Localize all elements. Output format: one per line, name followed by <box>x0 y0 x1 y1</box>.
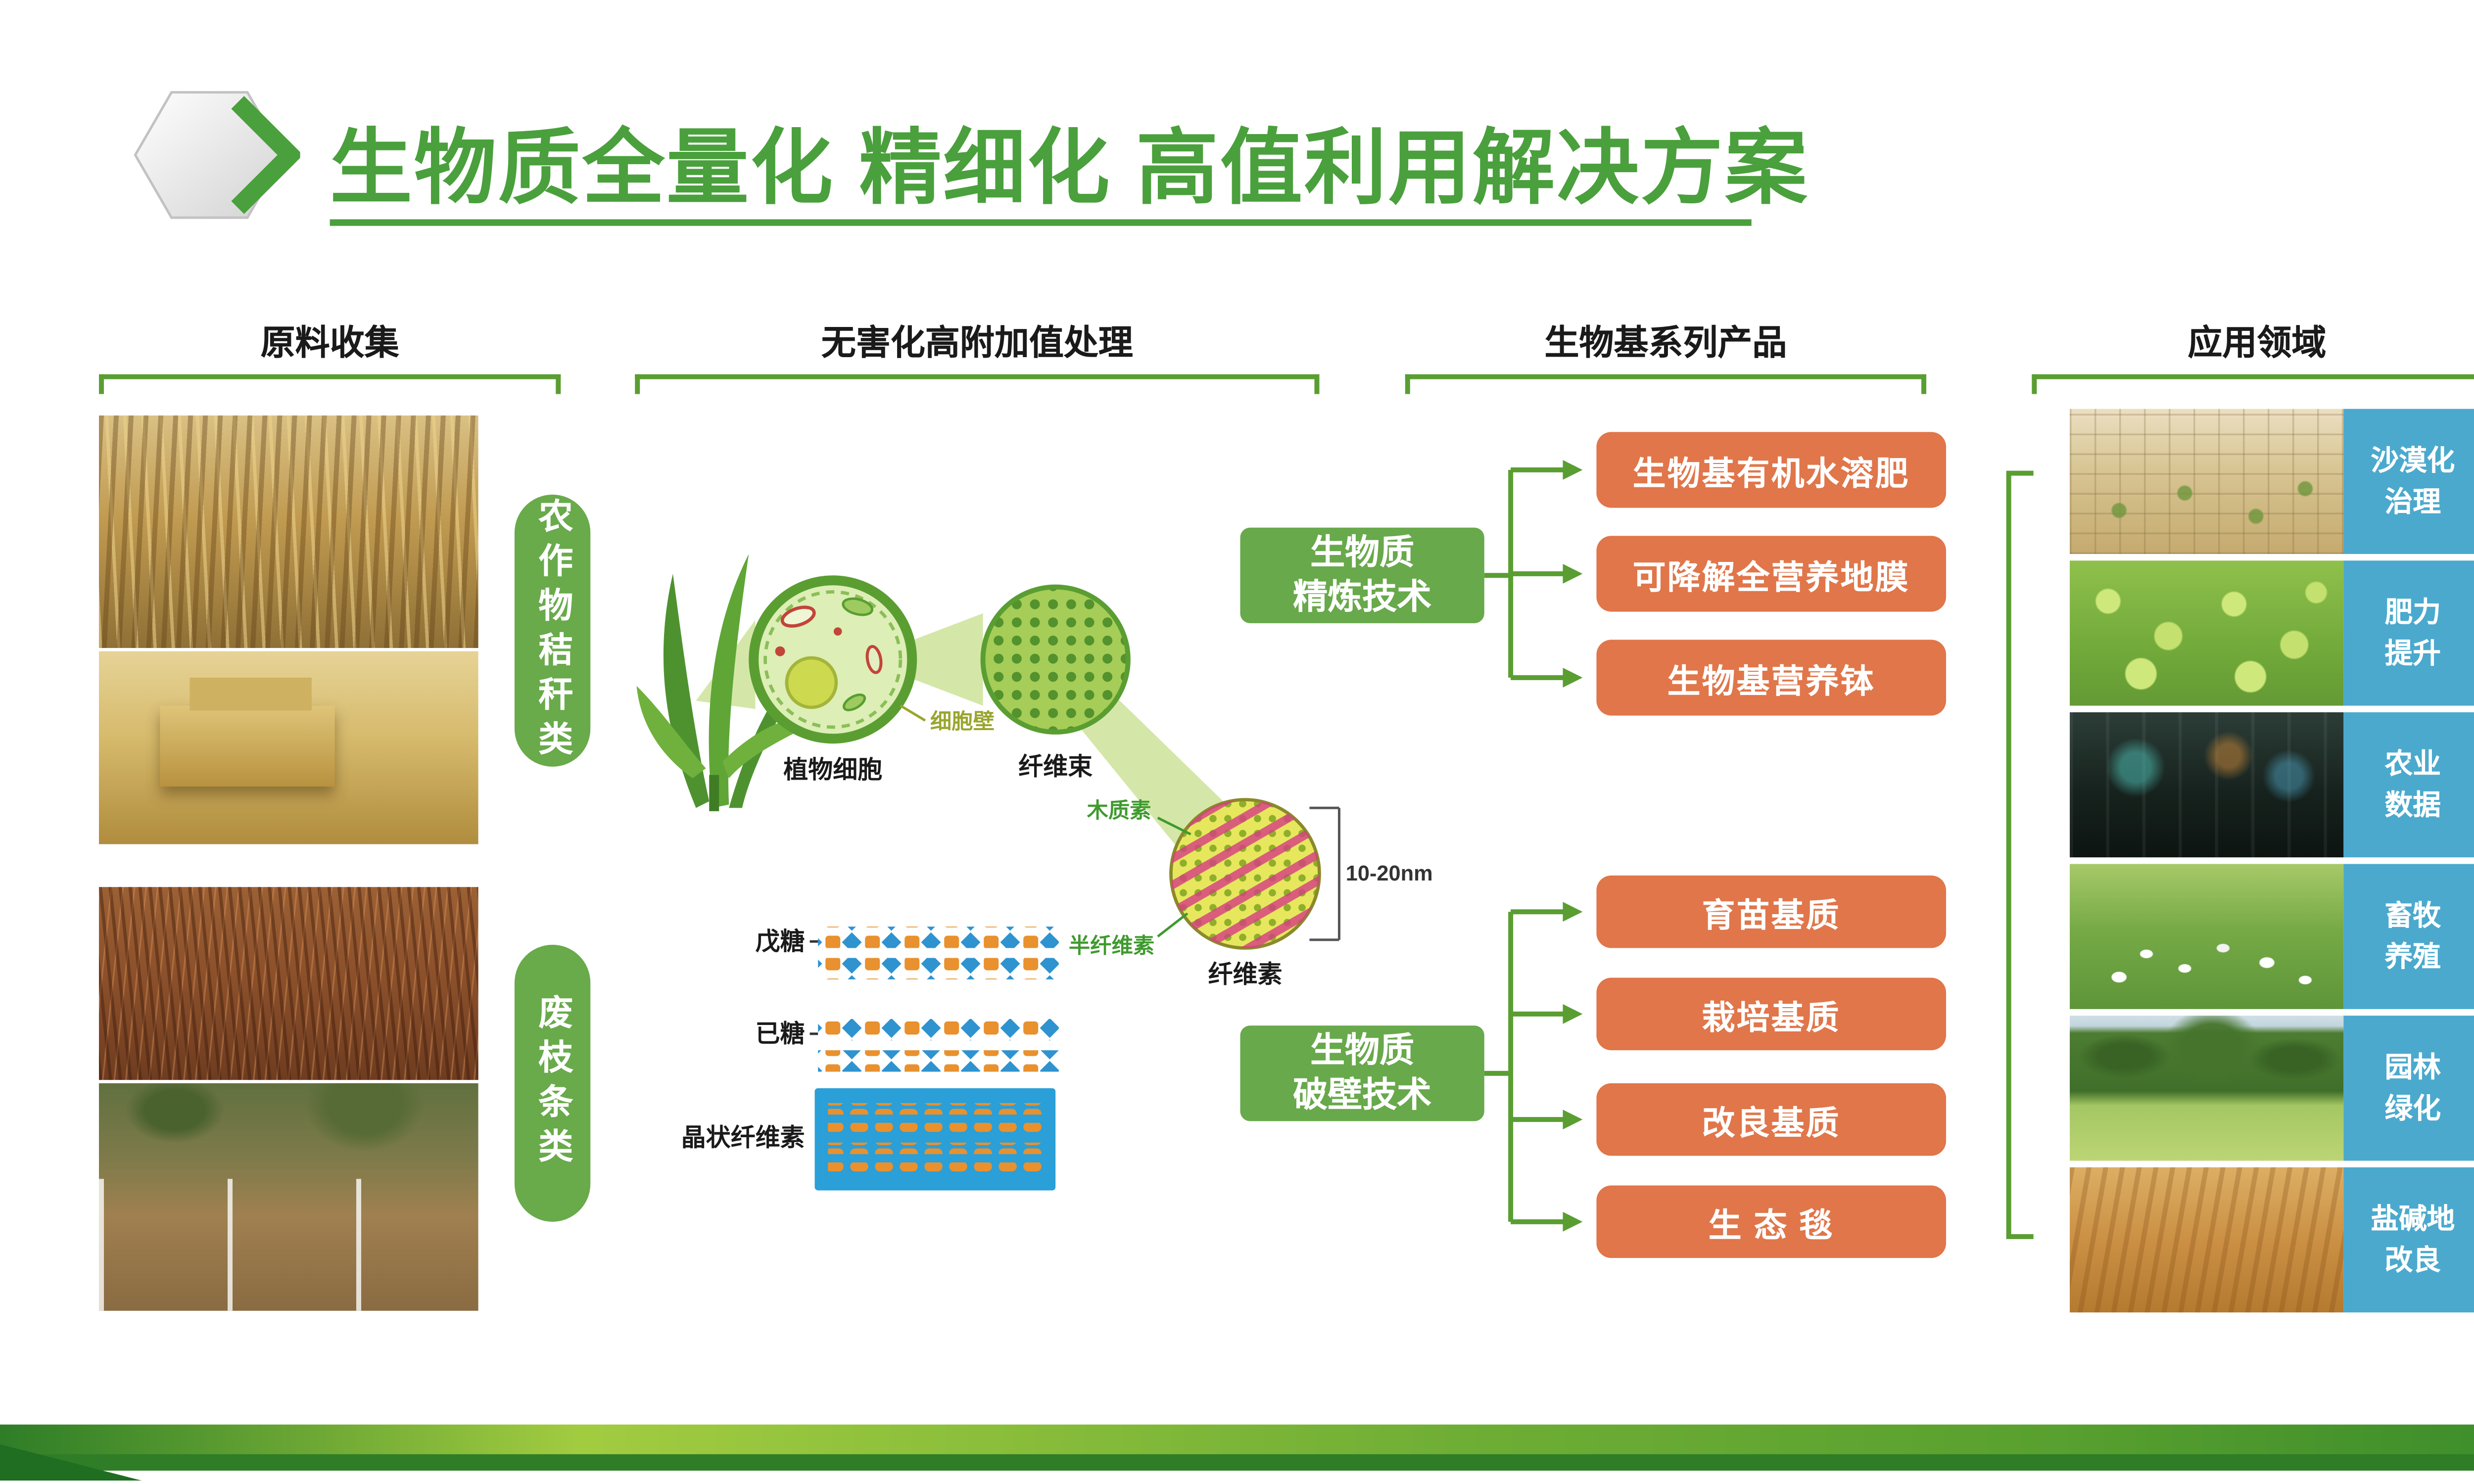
lignin-label: 木质素 <box>1087 799 1151 823</box>
pentose-chain-row <box>818 958 1059 979</box>
section-header-processing: 无害化高附加值处理 <box>821 325 1133 363</box>
cellulose-label: 纤维素 <box>1208 961 1283 988</box>
pentose-chain-row <box>818 927 1059 948</box>
category-label-waste-branches: 废枝条类 <box>514 944 591 1222</box>
photo-straw-bales <box>98 651 478 844</box>
fiber-bundle-label: 纤维束 <box>1018 753 1093 781</box>
tech-line: 生物质 <box>1310 533 1415 572</box>
photo-fertility-improvement <box>2070 560 2344 706</box>
app-label-line: 园林 <box>2384 1051 2441 1083</box>
section-bracket-products <box>1405 374 1927 394</box>
category-label-text: 农作物秸秆类 <box>534 497 572 764</box>
photo-landscape-greening <box>2070 1016 2344 1161</box>
tech-box-wall-breaking: 生物质 破壁技术 <box>1240 1025 1484 1121</box>
category-label-text: 废枝条类 <box>534 994 572 1172</box>
app-label-line: 绿化 <box>2384 1093 2441 1125</box>
app-label-line: 盐碱地 <box>2371 1203 2455 1234</box>
product-box-degradable-mulch-film: 可降解全营养地膜 <box>1596 536 1947 612</box>
product-box-cultivation-substrate: 栽培基质 <box>1596 977 1947 1051</box>
app-label-line: 数据 <box>2384 789 2441 821</box>
section-bracket-applications <box>2032 374 2474 394</box>
product-box-nutrient-pot: 生物基营养钵 <box>1596 640 1947 716</box>
app-label-line: 改良 <box>2384 1245 2441 1276</box>
plant-illustration <box>636 554 828 811</box>
title-underline <box>330 219 1752 226</box>
section-header-products: 生物基系列产品 <box>1544 325 1787 363</box>
section-header-collection: 原料收集 <box>260 325 399 363</box>
app-label-line: 沙漠化 <box>2371 444 2455 476</box>
lignin-leader-line <box>1157 816 1191 835</box>
app-label-agricultural-data: 农业 数据 <box>2343 712 2474 858</box>
tech-line: 生物质 <box>1310 1031 1415 1070</box>
section-bracket-processing <box>635 374 1320 394</box>
photo-pruned-branches <box>98 1083 478 1311</box>
cell-wall-leader-line <box>900 704 926 722</box>
crystalline-cellulose-label: 晶状纤维素 <box>681 1124 805 1152</box>
pentose-label: 戊糖 <box>756 928 805 955</box>
hexose-chain-row <box>818 1019 1059 1041</box>
product-box-water-soluble-fertilizer: 生物基有机水溶肥 <box>1596 432 1947 508</box>
app-label-fertility-improvement: 肥力 提升 <box>2343 560 2474 706</box>
hexagon-bullet-icon <box>134 91 300 219</box>
cell-wall-label: 细胞壁 <box>930 710 995 734</box>
product-box-improvement-substrate: 改良基质 <box>1596 1083 1947 1156</box>
plant-cell-label: 植物细胞 <box>783 756 882 784</box>
photo-red-branches <box>98 887 478 1080</box>
hemicellulose-leader-line <box>1157 912 1189 938</box>
applications-bracket <box>2006 470 2034 1239</box>
photo-agricultural-data <box>2070 712 2344 858</box>
app-label-saline-alkali-improvement: 盐碱地 改良 <box>2343 1167 2474 1313</box>
section-header-applications: 应用领域 <box>2188 325 2327 363</box>
product-box-ecological-blanket: 生 态 毯 <box>1596 1185 1947 1258</box>
app-label-line: 农业 <box>2384 747 2441 779</box>
hexose-label: 已糖 <box>756 1020 805 1048</box>
app-label-line: 提升 <box>2384 638 2441 670</box>
photo-corn-stalks <box>98 415 478 648</box>
app-label-line: 畜牧 <box>2384 899 2441 931</box>
app-label-line: 治理 <box>2384 486 2441 518</box>
photo-desertification-control <box>2070 409 2344 554</box>
tech-box-refining: 生物质 精炼技术 <box>1240 527 1484 623</box>
hexose-chain-row <box>818 1050 1059 1072</box>
category-label-crop-straw: 农作物秸秆类 <box>514 494 591 767</box>
photo-livestock-breeding <box>2070 864 2344 1009</box>
app-label-line: 养殖 <box>2384 941 2441 973</box>
footer-ribbon <box>0 1424 2474 1454</box>
app-label-landscape-greening: 园林 绿化 <box>2343 1016 2474 1161</box>
fiber-bundle-diagram <box>980 584 1131 735</box>
zoom-beams <box>696 613 1240 864</box>
tech-line: 破壁技术 <box>1293 1076 1432 1115</box>
app-label-desertification-control: 沙漠化 治理 <box>2343 409 2474 554</box>
cellulose-cross-section-diagram <box>1169 798 1321 950</box>
product-box-seedling-substrate: 育苗基质 <box>1596 875 1947 948</box>
app-label-livestock-breeding: 畜牧 养殖 <box>2343 864 2474 1009</box>
fiber-scale-measure <box>1309 806 1340 941</box>
app-label-line: 肥力 <box>2384 596 2441 628</box>
photo-saline-alkali-improvement <box>2070 1167 2344 1313</box>
tech-line: 精炼技术 <box>1293 578 1432 617</box>
page-title: 生物质全量化 精细化 高值利用解决方案 <box>330 122 1809 215</box>
plant-cell-diagram <box>749 575 917 744</box>
crystalline-cellulose-diagram <box>814 1088 1056 1191</box>
section-bracket-collection <box>98 374 561 394</box>
fiber-scale-label: 10-20nm <box>1346 862 1433 885</box>
hemicellulose-label: 半纤维素 <box>1069 934 1154 958</box>
